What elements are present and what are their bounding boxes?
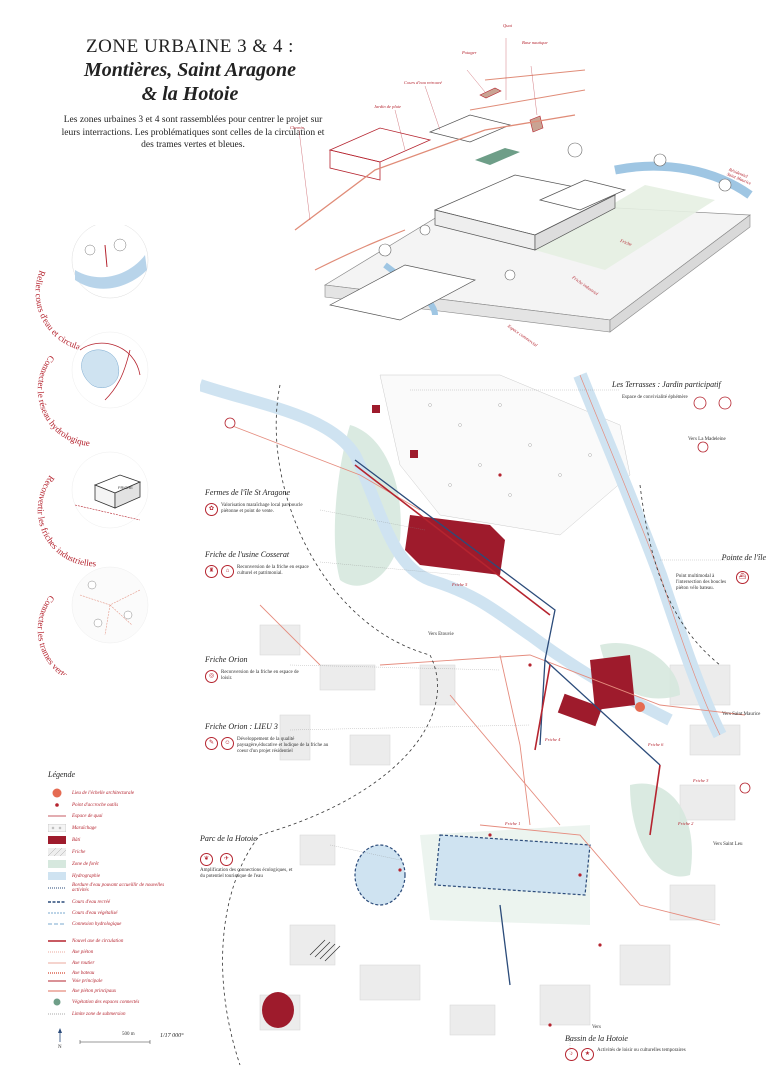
project-hotoie-desc: Amplification des connections écologique… xyxy=(200,868,293,880)
label-vers-saint-leu: Vers Saint Leu xyxy=(713,842,743,847)
label-vers: Vers xyxy=(592,1025,601,1030)
label-vers-madeleine: Vers La Madeleine xyxy=(688,437,726,442)
legend-item-0: Lieu de l'échelle architecturale xyxy=(48,788,134,798)
project-cosserat-desc: Reconversion de la friche en espace cult… xyxy=(237,565,309,577)
legend-item-14: Axe routier xyxy=(48,960,95,966)
legend-item-5: Friche xyxy=(48,847,85,857)
project-orion-desc: Reconversion de la friche en espace de l… xyxy=(221,670,299,682)
label-friche-2: Friche 2 xyxy=(678,821,694,826)
project-terrasses-title: Les Terrasses : Jardin participatif xyxy=(612,380,721,389)
farm-icon: ✿ xyxy=(205,503,218,516)
project-bassin: Bassin de la Hotoie ♪ ★ Activités de loi… xyxy=(565,1034,715,1061)
label-friche-4: Friche 4 xyxy=(545,737,561,742)
strategy-column: Relier cours d'eau et circulation Connec… xyxy=(34,225,149,675)
title-line-2b: & la Hotoie xyxy=(141,83,239,105)
scale-text: 500 m xyxy=(122,1032,135,1037)
project-terrasses: Les Terrasses : Jardin participatif Espa… xyxy=(612,380,762,401)
legend-item-11: Connexion hydrologique xyxy=(48,921,122,927)
legend-item-12: Nouvel axe de circulation xyxy=(48,938,124,944)
legend-item-6: Zone de forêt xyxy=(48,859,99,869)
label-cours-eau: Cours d'eau retrouvé xyxy=(404,80,442,85)
site-map xyxy=(200,372,751,1066)
legend-item-19: Limite zone de submersion xyxy=(48,1011,126,1017)
project-orion: Friche Orion ◎ Reconversion de la friche… xyxy=(205,655,325,683)
label-base-nautique: Base nautique xyxy=(522,40,548,45)
legend-item-7: Hydrographie xyxy=(48,871,100,881)
legend-item-10: Cours d'eau végétalisé xyxy=(48,910,118,916)
scale-bar xyxy=(58,1028,151,1044)
legend-item-4: Bâti xyxy=(48,835,80,845)
north-label: N xyxy=(58,1045,62,1050)
legend-item-8: Bordure d'eau pouvant accueillir de nouv… xyxy=(48,882,165,893)
project-bassin-title: Bassin de la Hotoie xyxy=(565,1034,628,1043)
education-icon: ✎ xyxy=(205,737,218,750)
leisure-icon: ◎ xyxy=(205,670,218,683)
label-vers-etouvie: Vers Etouvie xyxy=(428,632,454,637)
legend-item-16: Voie principale xyxy=(48,978,103,984)
project-orion-title: Friche Orion xyxy=(205,655,248,664)
tourism-icon: ✈ xyxy=(220,853,233,866)
label-jardin-pluie: Jardin de pluie xyxy=(374,104,402,109)
label-friche-6: Friche 6 xyxy=(648,742,664,747)
label-chemin: Chemin xyxy=(290,125,304,130)
activity-icon: ♪ xyxy=(565,1048,578,1061)
label-friche-3: Friche 3 xyxy=(693,778,709,783)
project-fermes-desc: Valorisation maraîchage local par boucle… xyxy=(221,503,303,515)
play-icon: ☺ xyxy=(221,737,234,750)
legend-item-17: Axe piéton principaux xyxy=(48,988,117,994)
culture-icon: ♜ xyxy=(205,565,218,578)
label-vers-saint-maurice: Vers Saint Maurice xyxy=(722,712,761,717)
project-hotoie-title: Parc de la Hotoie xyxy=(200,834,257,843)
project-cosserat: Friche de l'usine Cosserat ♜ ⌂ Reconvers… xyxy=(205,550,335,578)
strategy-circle-4 xyxy=(71,566,149,644)
project-orion3-desc: Développement de la qualité paysagère,éd… xyxy=(237,737,329,755)
legend-item-3: Maraîchage xyxy=(48,823,96,833)
axonometric-view xyxy=(294,38,753,333)
boat-icon: ⛴ xyxy=(736,571,749,584)
title-line-1: ZONE URBAINE 3 & 4 : xyxy=(86,36,294,57)
title-line-2: Montières, Saint Aragone & la Hotoie xyxy=(40,58,340,106)
label-friche-1: Friche 1 xyxy=(505,821,521,826)
friche-tag: FRICHE xyxy=(118,485,133,490)
strategy-label-4: Connecter les trames vertes xyxy=(36,594,73,675)
project-terrasses-desc: Espace de convivialité éphémère xyxy=(622,395,688,400)
strategy-circle-2 xyxy=(71,331,149,409)
label-potager: Potager xyxy=(462,50,477,55)
project-orion3: Friche Orion : LIEU 3 ✎ ☺ Développement … xyxy=(205,722,345,756)
intro-text: Les zones urbaines 3 et 4 sont rassemblé… xyxy=(61,115,325,150)
project-bassin-desc: Activités de loisir ou culturelles tempo… xyxy=(597,1048,686,1053)
legend-item-9: Cours d'eau recréé xyxy=(48,899,111,905)
project-orion3-title: Friche Orion : LIEU 3 xyxy=(205,722,278,731)
strategy-circle-1 xyxy=(71,225,149,299)
project-pointe: Pointe de l'île Point multimodal à l'int… xyxy=(676,553,766,593)
svg-text:Connecter les trames vertes: Connecter les trames vertes xyxy=(36,594,73,675)
project-fermes-title: Fermes de l'île St Aragone xyxy=(205,488,291,497)
project-cosserat-title: Friche de l'usine Cosserat xyxy=(205,550,290,559)
project-pointe-title: Pointe de l'île xyxy=(721,553,766,562)
project-fermes: Fermes de l'île St Aragone ✿ Valorisatio… xyxy=(205,488,330,516)
legend-item-1: Point d'accroche outils xyxy=(48,800,118,810)
legend-item-2: Espace de quai xyxy=(48,813,103,819)
strategy-circle-3 xyxy=(71,451,149,529)
label-friche-5: Friche 5 xyxy=(452,582,468,587)
legend-item-18: Végétation des espaces connectés xyxy=(48,997,139,1007)
heritage-icon: ⌂ xyxy=(221,565,234,578)
legend-item-13: Axe piéton xyxy=(48,949,94,955)
project-pointe-desc: Point multimodal à l'intersection des bo… xyxy=(676,574,727,592)
legend-title: Légende xyxy=(48,770,76,779)
event-icon: ★ xyxy=(581,1048,594,1061)
project-hotoie: Parc de la Hotoie ❦ ✈ Amplification des … xyxy=(200,834,310,880)
scale-ratio: 1/17 000° xyxy=(160,1033,184,1039)
ecology-icon: ❦ xyxy=(200,853,213,866)
legend-item-15: Axe bateau xyxy=(48,970,95,976)
title-line-2a: Montières, Saint Aragone xyxy=(83,59,297,81)
label-quai: Quai xyxy=(503,23,512,28)
